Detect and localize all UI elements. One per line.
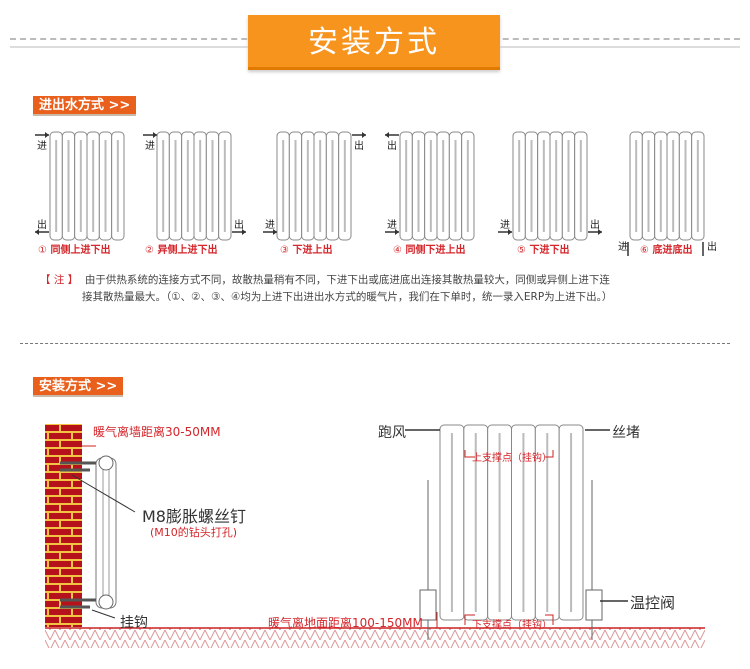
lower-support-label: 下支撑点（挂钩） (472, 620, 552, 631)
method-name: 同侧下进上出 (405, 245, 466, 256)
note-tag: 【 注 】 (40, 274, 79, 286)
note-line-1: 由于供热系统的连接方式不同，故散热量稍有不同，下进下出或底进底出连接其散热量较大… (84, 274, 610, 286)
method-label: ④ 同侧下进上出 (393, 241, 465, 256)
method-number: ⑥ (640, 245, 649, 256)
outlet-label: 出 (590, 218, 600, 231)
method-number: ③ (280, 245, 289, 256)
section-header-water: 进出水方式 >> (33, 96, 137, 116)
outlet-label: 出 (354, 139, 364, 152)
note: 【 注 】 由于供热系统的连接方式不同，故散热量稍有不同，下进下出或底进底出连接… (40, 272, 730, 306)
outlet-label: 出 (707, 240, 717, 253)
wall-distance-label: 暖气离墙距离30-50MM (93, 425, 221, 439)
method-name: 异侧上进下出 (157, 245, 218, 256)
outlet-label: 出 (37, 218, 47, 231)
radiator-1 (49, 131, 125, 241)
hook-label: 挂钩 (120, 615, 148, 631)
method-label: ⑥ 底进底出 (640, 241, 692, 256)
method-name: 下进上出 (292, 245, 333, 256)
valve-label: 温控阀 (630, 594, 676, 612)
inlet-label: 进 (37, 140, 47, 152)
inlet-label: 进 (500, 219, 510, 231)
radiator-5 (512, 131, 588, 241)
floor-distance-label: 暖气离地面距离100-150MM (268, 616, 423, 630)
method-label: ③ 下进上出 (280, 241, 332, 256)
screw-label: M8膨胀螺丝钉 (142, 507, 246, 526)
method-label: ② 异侧上进下出 (145, 241, 217, 256)
divider (20, 343, 730, 344)
method-number: ② (145, 245, 154, 256)
method-number: ④ (393, 245, 402, 256)
method-label: ⑤ 下进下出 (517, 241, 569, 256)
note-line-2: 接其散热量最大。（①、②、③、④均为上进下出进出水方式的暖气片，我们在下单时，统… (82, 291, 613, 303)
brick-wall (45, 424, 82, 627)
radiator-2 (156, 131, 232, 241)
screw-note: (M10的钻头打孔) (150, 526, 238, 539)
radiator-4 (399, 131, 475, 241)
method-number: ⑤ (517, 245, 526, 256)
method-label: ① 同侧上进下出 (38, 241, 110, 256)
outlet-label: 出 (387, 139, 397, 152)
inlet-label: 进 (387, 219, 397, 231)
method-name: 下进下出 (529, 245, 570, 256)
floor (45, 628, 705, 648)
plug-label: 丝堵 (612, 425, 640, 441)
vent-label: 跑风 (378, 425, 406, 441)
outlet-label: 出 (234, 218, 244, 231)
front-radiator (439, 424, 584, 621)
section-header-install: 安装方式 >> (33, 377, 124, 397)
upper-support-label: 上支撑点（挂钩） (472, 453, 552, 464)
method-number: ① (38, 245, 47, 256)
connection-diagrams: 进出进出进出出进进出进出 (35, 131, 717, 256)
inlet-label: 进 (618, 241, 628, 253)
inlet-label: 进 (265, 219, 275, 231)
method-name: 同侧上进下出 (50, 245, 111, 256)
method-name: 底进底出 (652, 245, 693, 256)
radiator-6 (629, 131, 705, 241)
inlet-label: 进 (145, 140, 155, 152)
radiator-3 (276, 131, 352, 241)
page-title: 安装方式 (248, 15, 500, 70)
